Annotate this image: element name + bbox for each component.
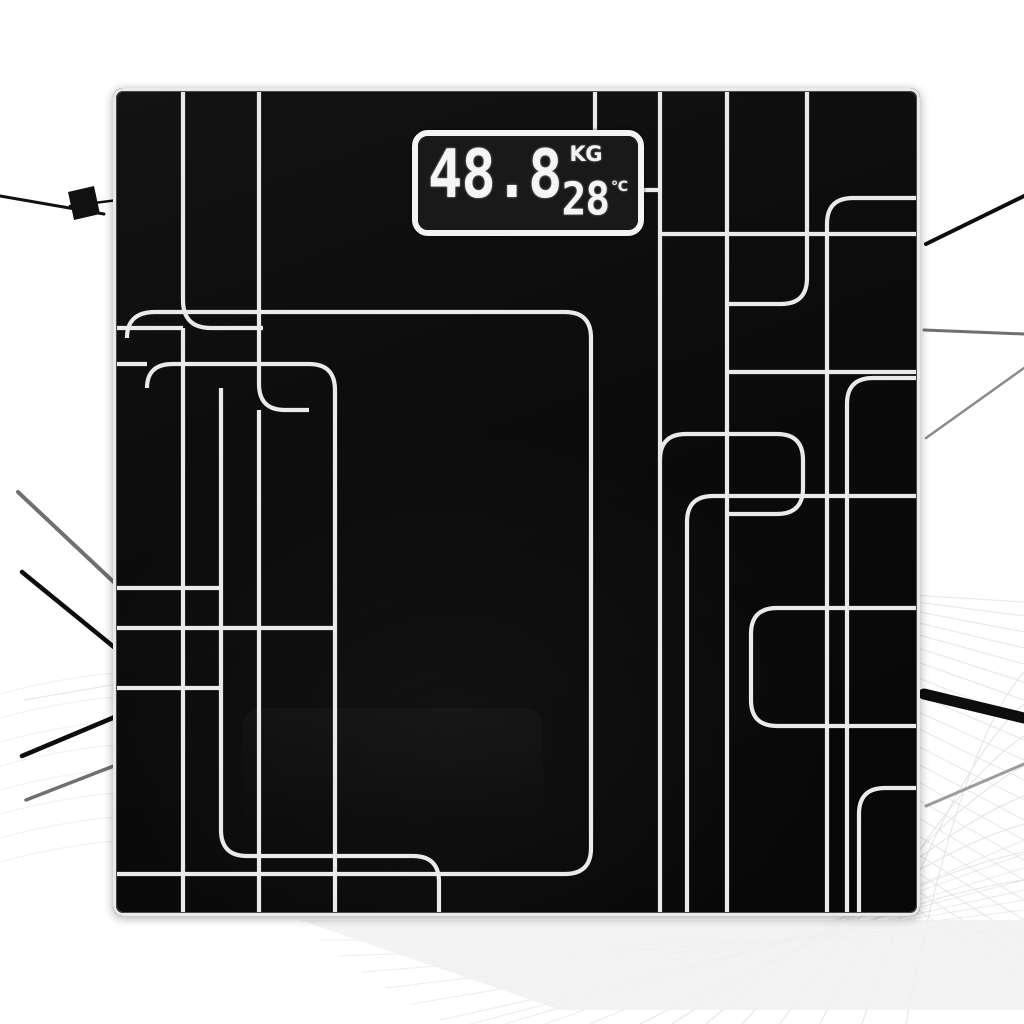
floor-shadow [300,920,1024,1010]
accent-wires [0,186,1024,808]
bathroom-scale[interactable]: 48.8 KG 28 ℃ [113,88,920,916]
lcd-display: 48.8 KG 28 ℃ [412,130,644,236]
temperature-unit-label: ℃ [611,179,628,195]
display-screen: 48.8 KG 28 ℃ [418,136,638,230]
weight-value: 48.8 [428,136,562,214]
display-readout: 48.8 KG [418,136,638,230]
weight-unit-label: KG [569,142,603,166]
temperature-readout: 28 ℃ [562,176,628,222]
glass-reflection [243,708,543,828]
temperature-value: 28 [561,172,610,226]
glass-line-pattern [113,88,920,916]
